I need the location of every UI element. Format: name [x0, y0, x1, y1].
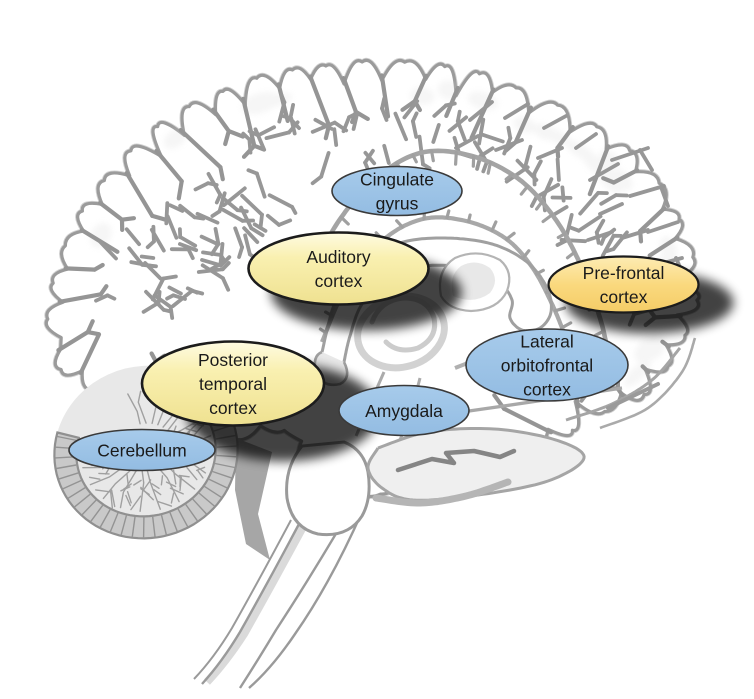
svg-text:Posterior: Posterior	[198, 350, 268, 370]
svg-text:cortex: cortex	[315, 271, 363, 291]
svg-text:cortex: cortex	[209, 398, 257, 418]
svg-text:Cingulate: Cingulate	[360, 170, 434, 190]
svg-text:Pre-frontal: Pre-frontal	[583, 263, 665, 283]
svg-text:temporal: temporal	[199, 374, 267, 394]
svg-text:cortex: cortex	[523, 380, 571, 400]
svg-text:gyrus: gyrus	[376, 194, 419, 214]
svg-text:Cerebellum: Cerebellum	[97, 441, 186, 461]
svg-text:Lateral: Lateral	[520, 332, 574, 352]
svg-text:orbitofrontal: orbitofrontal	[501, 356, 593, 376]
svg-text:Auditory: Auditory	[306, 247, 370, 267]
svg-text:Amygdala: Amygdala	[365, 401, 443, 421]
svg-text:cortex: cortex	[600, 287, 648, 307]
